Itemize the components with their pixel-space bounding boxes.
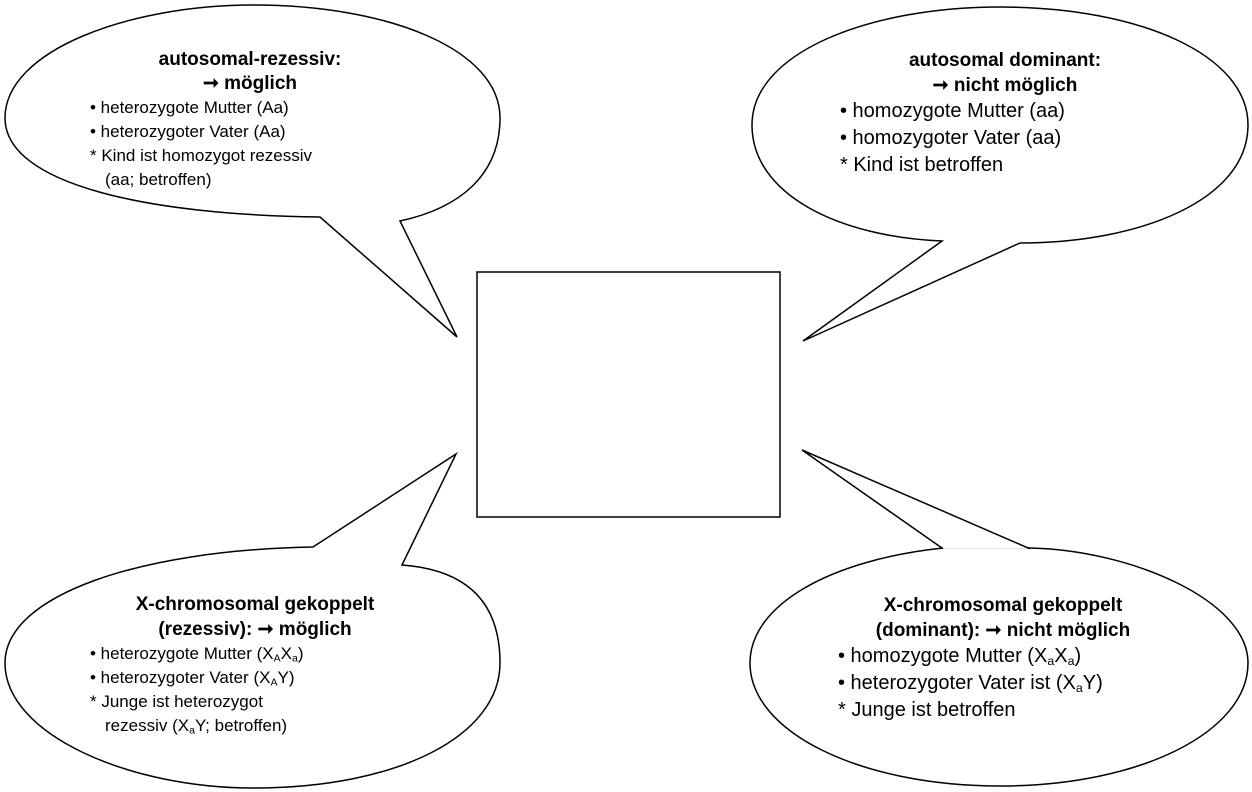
bubble-text-autosomal-rezessiv: autosomal-rezessiv: ➞ möglich • heterozy…	[90, 48, 420, 192]
list-item: • heterozygote Mutter (Aa)	[90, 98, 289, 117]
list-item: • heterozygoter Vater ist (XaY)	[838, 672, 1103, 696]
title-line: autosomal dominant:	[908, 50, 1102, 71]
center-box	[476, 271, 781, 518]
bubble-title: X-chromosomal gekoppelt (rezessiv): ➞ mö…	[90, 592, 420, 642]
title-line: X-chromosomal gekoppelt	[135, 594, 375, 615]
list-item: * Junge ist heterozygot	[90, 692, 263, 711]
title-line: autosomal-rezessiv:	[158, 49, 342, 70]
title-line: ➞ möglich	[202, 73, 298, 94]
list-item: • heterozygoter Vater (XAY)	[90, 668, 295, 689]
list-item: rezessiv (XaY; betroffen)	[105, 716, 288, 737]
list-item: • homozygoter Vater (aa)	[840, 127, 1062, 149]
title-line: (dominant): ➞ nicht möglich	[875, 620, 1131, 641]
list-item: (aa; betroffen)	[105, 170, 212, 189]
bubble-top-right	[751, 6, 1249, 342]
list-item: * Kind ist betroffen	[840, 154, 1004, 176]
bubble-top-left	[4, 4, 501, 338]
bubble-title: X-chromosomal gekoppelt (dominant): ➞ ni…	[838, 593, 1168, 643]
list-item: • homozygote Mutter (XaXa)	[838, 645, 1082, 669]
list-item: • heterozygoter Vater (Aa)	[90, 122, 286, 141]
title-line: ➞ nicht möglich	[932, 75, 1078, 96]
bubble-bottom-right	[749, 547, 1249, 787]
title-line: X-chromosomal gekoppelt	[883, 595, 1123, 616]
bubble-bottom-left	[4, 451, 501, 789]
bubble-title: autosomal dominant: ➞ nicht möglich	[840, 48, 1170, 98]
bubble-text-x-rezessiv: X-chromosomal gekoppelt (rezessiv): ➞ mö…	[90, 592, 420, 738]
bubble-title: autosomal-rezessiv: ➞ möglich	[80, 48, 420, 96]
list-item: • homozygote Mutter (aa)	[840, 100, 1065, 122]
bubble-text-autosomal-dominant: autosomal dominant: ➞ nicht möglich • ho…	[840, 48, 1170, 179]
list-item: * Junge ist betroffen	[838, 699, 1016, 721]
bubble-text-x-dominant: X-chromosomal gekoppelt (dominant): ➞ ni…	[838, 593, 1168, 724]
list-item: * Kind ist homozygot rezessiv	[90, 146, 313, 165]
list-item: • heterozygote Mutter (XAXa)	[90, 644, 304, 665]
bubble-bottom-right-pointer	[801, 449, 1031, 550]
title-line: (rezessiv): ➞ möglich	[158, 619, 352, 640]
